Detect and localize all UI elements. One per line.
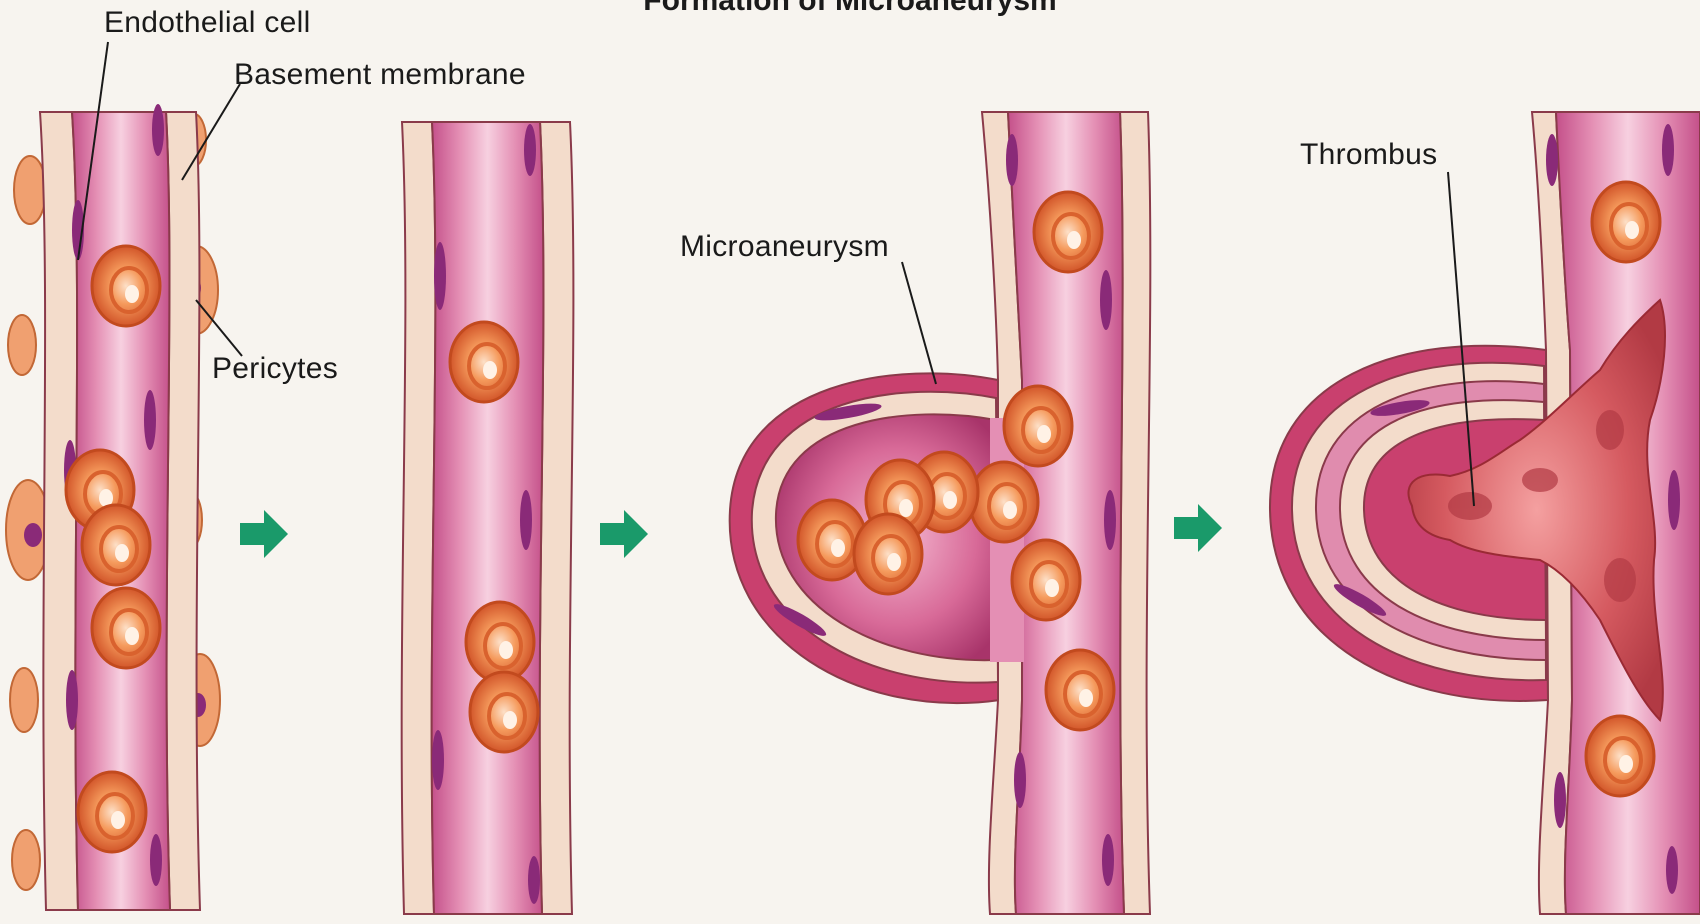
- label-pericytes: Pericytes: [212, 352, 338, 386]
- right-arrow-icon: [600, 510, 648, 558]
- label-thrombus: Thrombus: [1300, 138, 1437, 172]
- label-basement-membrane: Basement membrane: [234, 58, 526, 92]
- label-endothelial-cell: Endothelial cell: [104, 6, 311, 40]
- label-microaneurysm: Microaneurysm: [680, 230, 889, 264]
- panel-normal-capillary: [6, 104, 220, 910]
- microaneurysm-leader: [902, 262, 936, 384]
- panel-thrombus: [1270, 112, 1700, 914]
- right-arrow-icon: [240, 510, 288, 558]
- right-arrow-icon: [1174, 504, 1222, 552]
- panel-pericyte-loss: [402, 122, 574, 914]
